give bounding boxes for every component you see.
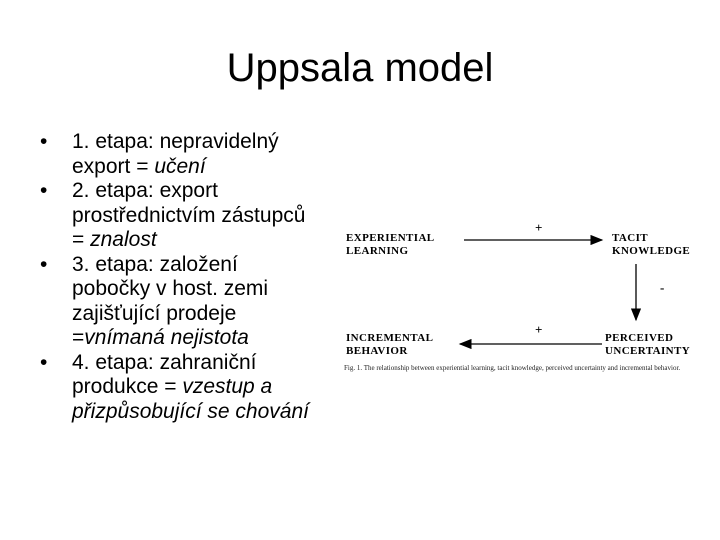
figure-caption: Fig. 1. The relationship between experie… — [344, 364, 681, 372]
node-incremental-behavior: INCREMENTAL BEHAVIOR — [346, 332, 433, 358]
node-label-line: KNOWLEDGE — [612, 245, 691, 257]
bullet-dot: • — [40, 252, 48, 276]
bullet-1-emphasis: učení — [154, 154, 206, 178]
bullet-4-line-3: přizpůsobující se chování — [72, 400, 360, 425]
sign-right: - — [660, 280, 665, 295]
sign-top: + — [535, 220, 543, 235]
sign-bottom: + — [535, 322, 543, 337]
bullet-4-line-2: produkce = vzestup a — [72, 375, 360, 400]
bullet-2-text: = — [72, 228, 91, 251]
node-experiential-learning: EXPERIENTIAL LEARNING — [346, 232, 435, 258]
node-label-line: EXPERIENTIAL — [346, 232, 435, 244]
slide-title: Uppsala model — [226, 46, 494, 90]
node-perceived-uncertainty: PERCEIVED UNCERTAINTY — [605, 332, 690, 358]
bullet-1-line-2: export = učení — [72, 155, 360, 180]
node-label-line: BEHAVIOR — [346, 345, 408, 357]
bullet-3-line-3: zajišťující prodeje — [72, 301, 237, 325]
bullet-2-line-1: 2. etapa: export — [72, 179, 218, 202]
bullet-2-emphasis: znalost — [90, 228, 157, 251]
bullet-2-line-3: = znalost — [72, 228, 360, 253]
bullet-item-3: • 3. etapa: založení pobočky v host. zem… — [40, 253, 360, 351]
node-label-line: UNCERTAINTY — [605, 345, 691, 357]
diagram-arrows — [458, 234, 642, 350]
bullet-item-2: • 2. etapa: export prostřednictvím zástu… — [40, 179, 360, 253]
bullet-3-text: = — [72, 326, 85, 349]
bullet-4-emphasis-2: přizpůsobující se chování — [72, 399, 309, 423]
node-label-line: TACIT — [612, 232, 649, 244]
bullet-item-1: • 1. etapa: nepravidelný export = učení — [40, 130, 360, 179]
bullet-2-line-2: prostřednictvím zástupců — [72, 203, 306, 227]
bullet-item-4: • 4. etapa: zahraniční produkce = vzestu… — [40, 351, 360, 425]
bullet-3-line-4: =vnímaná nejistota — [72, 326, 360, 351]
bullet-dot: • — [40, 350, 48, 374]
node-label-line: INCREMENTAL — [346, 332, 434, 344]
uppsala-diagram-figure: EXPERIENTIAL LEARNING TACIT KNOWLEDGE IN… — [340, 218, 695, 388]
bullet-dot: • — [40, 130, 48, 153]
bullet-4-line-1: 4. etapa: zahraniční — [72, 350, 257, 374]
bullet-3-line-2: pobočky v host. zemi — [72, 277, 269, 300]
bullet-4-emphasis: vzestup a — [182, 375, 273, 398]
node-label-line: LEARNING — [346, 245, 409, 257]
bullet-dot: • — [40, 179, 48, 202]
bullet-1-line-1: 1. etapa: nepravidelný — [72, 130, 279, 153]
bullet-3-emphasis: vnímaná nejistota — [84, 326, 249, 349]
bullet-3-line-1: 3. etapa: založení — [72, 252, 238, 276]
node-label-line: PERCEIVED — [605, 332, 674, 344]
bullet-1-text: export = — [72, 154, 155, 178]
bullet-list: • 1. etapa: nepravidelný export = učení … — [40, 130, 360, 424]
bullet-4-text: produkce = — [72, 375, 183, 398]
node-tacit-knowledge: TACIT KNOWLEDGE — [612, 232, 690, 258]
